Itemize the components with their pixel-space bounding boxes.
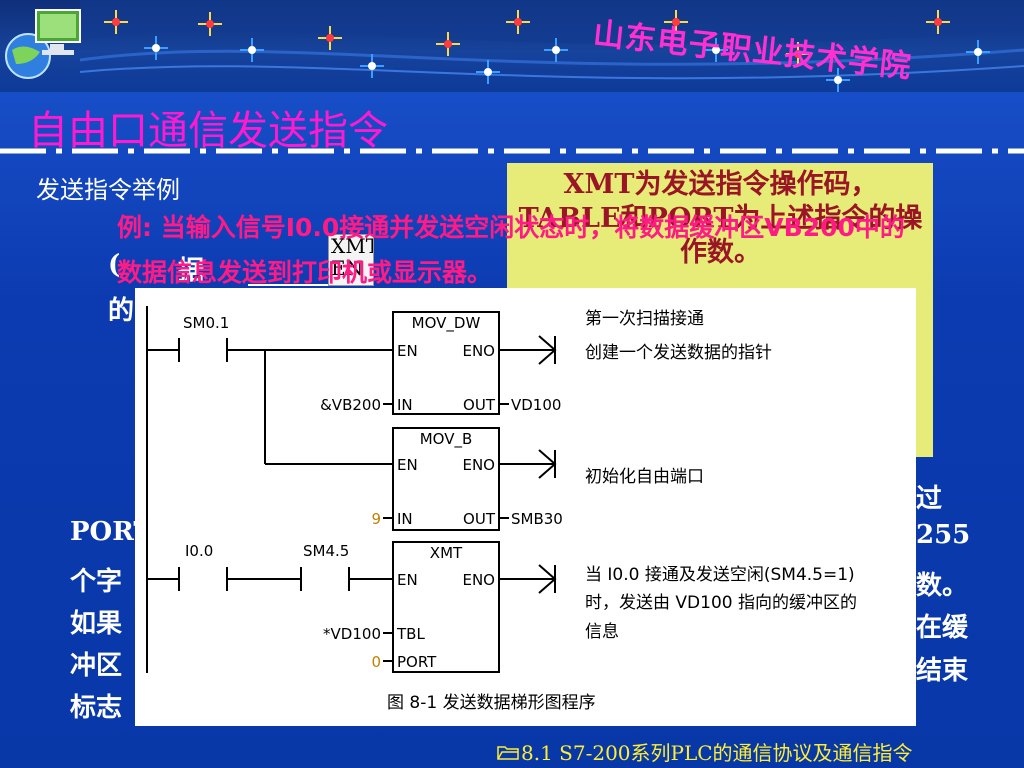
figure-caption: 图 8-1 发送数据梯形图程序 xyxy=(387,693,596,713)
rung-comment: 第一次扫描接通 xyxy=(585,309,704,329)
pin-label: ENO xyxy=(462,342,495,360)
pin-label: IN xyxy=(397,396,413,414)
box-name: XMT xyxy=(430,544,463,562)
operand-label: &VB200 xyxy=(320,396,381,414)
rung-comment: 创建一个发送数据的指针 xyxy=(585,343,772,363)
hidden-fragment: 的 xyxy=(108,296,135,326)
ladder-diagram-panel: SM0.1 MOV_DW EN ENO IN OUT &VB200 VD100 … xyxy=(135,288,916,726)
sparkle-star-icon xyxy=(360,54,384,78)
operand-label: VD100 xyxy=(511,396,561,414)
pin-label: EN xyxy=(397,342,418,360)
example-heading: 发送指令举例 xyxy=(36,176,180,204)
rung-comment: 初始化自由端口 xyxy=(585,467,704,487)
pin-label: IN xyxy=(397,510,413,528)
contact-label: SM4.5 xyxy=(303,542,349,560)
rung-comment: 信息 xyxy=(585,622,619,642)
rung-comment: 时，发送由 VD100 指向的缓冲区的 xyxy=(585,593,857,613)
pin-label: ENO xyxy=(462,571,495,589)
sparkle-star-icon xyxy=(476,60,500,84)
hidden-fragment: 数。 xyxy=(916,571,969,601)
footer-text: 8.1 S7-200系列PLC的通信协议及通信指令 xyxy=(521,741,913,765)
footer-section-link[interactable]: 8.1 S7-200系列PLC的通信协议及通信指令 xyxy=(497,737,913,766)
pin-label: EN xyxy=(397,456,418,474)
sparkle-star-icon xyxy=(544,38,568,62)
pin-label: OUT xyxy=(463,510,496,528)
sparkle-star-icon xyxy=(926,10,950,34)
sparkle-star-icon xyxy=(436,32,460,56)
sparkle-star-icon xyxy=(318,26,342,50)
pin-label: TBL xyxy=(396,625,425,643)
hidden-fragment: 过 xyxy=(916,484,943,514)
sparkle-star-icon xyxy=(104,10,128,34)
sparkle-star-icon xyxy=(786,42,810,66)
hidden-xmt-box: XMT EN xyxy=(328,234,374,286)
sparkle-star-icon xyxy=(966,40,990,64)
sparkle-star-icon xyxy=(704,38,728,62)
hidden-fragment: 结束 xyxy=(916,656,969,686)
contact-label: I0.0 xyxy=(185,542,213,560)
operand-label: *VD100 xyxy=(323,625,381,643)
operand-label: 9 xyxy=(371,510,381,528)
dashed-divider xyxy=(0,148,1024,154)
hidden-fragment: 在缓 xyxy=(916,613,969,643)
sparkle-star-icon xyxy=(198,12,222,36)
hidden-fragment: ( xyxy=(108,250,121,280)
underline-rule xyxy=(248,284,328,286)
hidden-fragment: 255 xyxy=(916,520,971,550)
sparkle-star-icon xyxy=(664,10,688,34)
box-name: MOV_B xyxy=(420,430,473,449)
pin-label: OUT xyxy=(463,396,496,414)
hidden-fragment: 冲区 xyxy=(70,651,123,681)
pin-label: ENO xyxy=(462,456,495,474)
ladder-diagram: SM0.1 MOV_DW EN ENO IN OUT &VB200 VD100 … xyxy=(146,306,857,713)
sparkle-star-icon xyxy=(240,38,264,62)
contact-label: SM0.1 xyxy=(183,314,229,332)
sparkle-star-icon xyxy=(506,10,530,34)
banner-decoration xyxy=(79,0,1024,92)
pin-label: PORT xyxy=(397,653,437,671)
hidden-fragment: 标志 xyxy=(70,693,123,723)
pin-label: EN xyxy=(397,571,418,589)
hidden-fragment: 个字 xyxy=(70,567,123,597)
operand-label: 0 xyxy=(371,653,381,671)
header-banner: 山东电子职业技术学院 xyxy=(0,0,1024,92)
example-text: 例: 当输入信号I0.0接通并发送空闲状态时，将数据缓冲区VB200中的数据信息… xyxy=(117,213,905,287)
sparkle-star-icon xyxy=(144,36,168,60)
note-text: XMT为发送指令操作码，TABLE和PORT为上述指令的操作数。 xyxy=(518,169,923,268)
hidden-fragment: 据 xyxy=(178,256,205,286)
sparkle-star-icon xyxy=(826,68,850,92)
hidden-fragment: 如果 xyxy=(70,609,123,639)
box-name: MOV_DW xyxy=(412,314,481,333)
rung-comment: 当 I0.0 接通及发送空闲(SM4.5=1) xyxy=(585,565,855,585)
slide-title: 自由口通信发送指令 xyxy=(28,108,388,154)
folder-icon xyxy=(497,746,519,760)
operand-label: SMB30 xyxy=(511,510,563,528)
computer-globe-icon xyxy=(5,9,81,79)
